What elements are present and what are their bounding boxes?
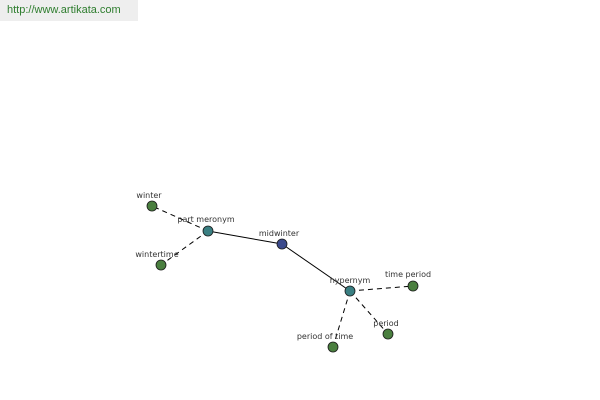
node-circle-period[interactable] [382,328,394,340]
node-circle-wintertime[interactable] [155,259,167,271]
node-label-winter[interactable]: winter [136,191,162,200]
node-label-midwinter[interactable]: midwinter [259,229,300,238]
edge-hypernym-to-period-of-time [332,290,351,348]
node-circle-part-meronym[interactable] [202,225,214,237]
node-circle-period-of-time[interactable] [327,341,339,353]
edge-layer [151,205,414,348]
node-label-hypernym[interactable]: hypernym [330,276,371,285]
edge-hypernym-to-time-period [349,285,414,292]
edge-part-meronym-to-winter [151,205,209,232]
edge-midwinter-to-hypernym [281,243,351,292]
node-period-of-time[interactable]: period of time [297,332,353,353]
node-layer: midwinter part meronym hypernym winter winte… [135,191,431,353]
node-label-period-of-time[interactable]: period of time [297,332,353,341]
node-period[interactable]: period [373,319,399,340]
watermark-url: http://www.artikata.com [0,0,138,21]
node-label-wintertime[interactable]: wintertime [135,250,178,259]
node-circle-midwinter[interactable] [276,238,288,250]
edge-part-meronym-to-wintertime [160,230,209,266]
node-wintertime[interactable]: wintertime [135,250,179,271]
node-part-meronym[interactable]: part meronym [177,215,235,237]
node-midwinter[interactable]: midwinter [259,229,300,250]
node-winter[interactable]: winter [136,191,162,212]
node-circle-time-period[interactable] [407,280,419,292]
node-circle-hypernym[interactable] [344,285,356,297]
edge-hypernym-to-period [349,290,389,335]
node-label-time-period[interactable]: time period [385,270,431,279]
node-label-part-meronym[interactable]: part meronym [177,215,234,224]
node-circle-winter[interactable] [146,200,158,212]
node-label-period[interactable]: period [373,319,398,328]
node-hypernym[interactable]: hypernym [330,276,371,297]
node-time-period[interactable]: time period [385,270,431,292]
edge-midwinter-to-part-meronym [207,230,283,245]
